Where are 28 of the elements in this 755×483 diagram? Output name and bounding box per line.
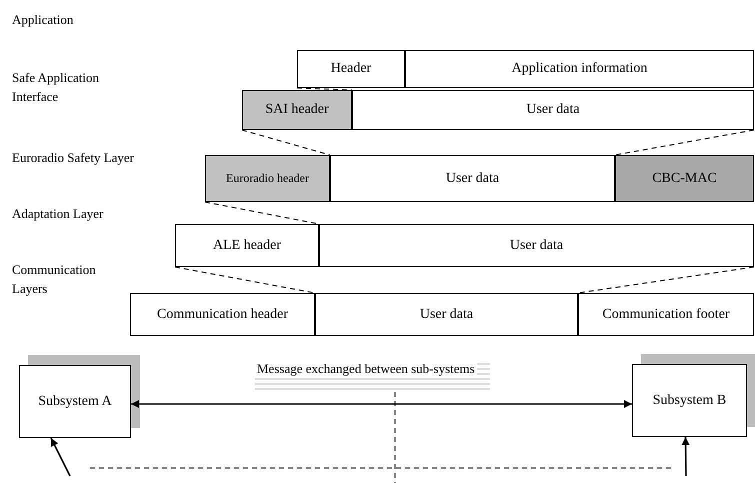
message-field: ALE header [175, 224, 319, 267]
message-field: Communication header [130, 293, 315, 336]
dashed-line [614, 130, 754, 156]
arrow [682, 436, 690, 476]
dashed-line [242, 130, 330, 156]
message-field: Header [297, 50, 405, 88]
layer-label: Adaptation Layer [12, 205, 104, 223]
arrow [50, 438, 71, 476]
layer-label: Safe Application Interface [12, 69, 100, 106]
message-field: User data [352, 90, 754, 130]
message-field: Application information [405, 50, 754, 88]
edge-label: Message exchanged between sub-systems [255, 360, 490, 392]
layer-label: Euroradio Safety Layer [12, 149, 136, 167]
header-field: Euroradio header [205, 155, 330, 202]
dashed-line [174, 266, 316, 294]
header-field: CBC-MAC [615, 155, 754, 202]
header-field: SAI header [242, 90, 352, 130]
message-field: User data [315, 293, 578, 336]
dashed-line [296, 88, 352, 90]
dashed-line [578, 266, 754, 294]
arrow [131, 400, 632, 408]
message-field: Communication footer [578, 293, 754, 336]
message-field: User data [319, 224, 754, 267]
subsystem-box: Subsystem B [632, 364, 747, 437]
subsystem-box: Subsystem A [19, 365, 131, 438]
layer-label: Application [12, 11, 74, 29]
message-field: User data [330, 155, 615, 202]
layer-label: Communication Layers [12, 261, 97, 298]
